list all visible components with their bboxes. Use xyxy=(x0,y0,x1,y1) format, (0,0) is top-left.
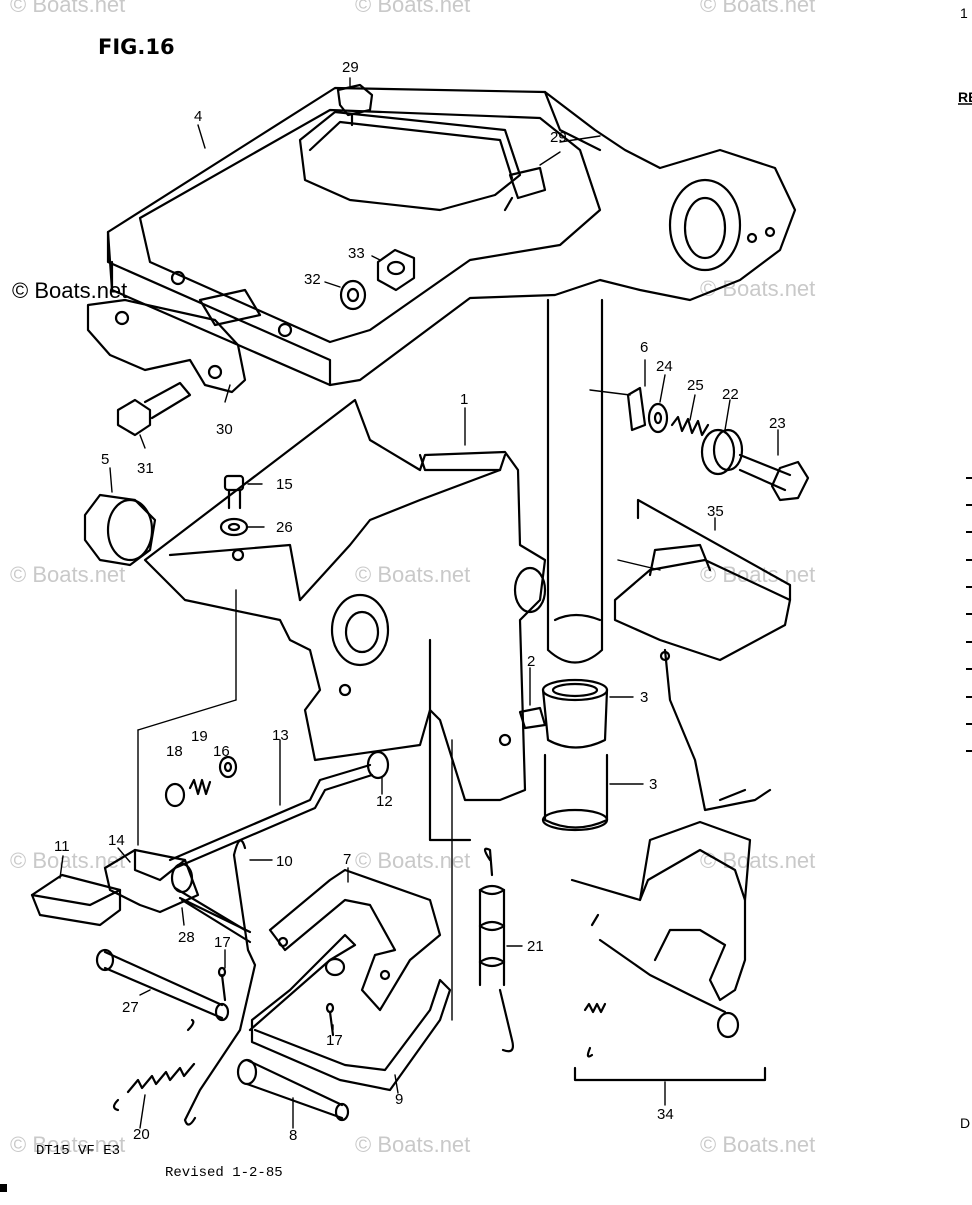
callout-22: 22 xyxy=(722,386,739,403)
callout-5: 5 xyxy=(101,451,109,468)
callout-layer: 1 2 3 3 4 5 6 7 8 9 10 11 12 13 14 15 16… xyxy=(54,59,786,1144)
callout-34: 34 xyxy=(657,1106,674,1123)
callout-3: 3 xyxy=(649,776,657,793)
figure-title: FIG.16 xyxy=(98,35,175,59)
callout-29: 29 xyxy=(342,59,359,76)
callout-17: 17 xyxy=(326,1032,343,1049)
part-35-lock-assembly xyxy=(613,498,792,812)
part-11-lever-pad xyxy=(30,873,122,927)
callout-21: 21 xyxy=(527,938,544,955)
callout-30: 30 xyxy=(216,421,233,438)
callout-16: 16 xyxy=(213,743,230,760)
part-24-washer xyxy=(647,402,669,434)
watermark-text: © Boats.net xyxy=(355,848,470,873)
part-5-bushing xyxy=(83,493,157,567)
revision-note: Revised 1-2-85 xyxy=(165,1165,283,1181)
callout-13: 13 xyxy=(272,727,289,744)
callout-1: 1 xyxy=(460,391,468,408)
callout-18: 18 xyxy=(166,743,183,760)
callout-33: 33 xyxy=(348,245,365,262)
watermark-layer: © Boats.net © Boats.net © Boats.net © Bo… xyxy=(10,0,815,1157)
part-20-spring xyxy=(112,1018,196,1112)
watermark-text: © Boats.net xyxy=(355,0,470,17)
callout-24: 24 xyxy=(656,358,673,375)
part-34-tilt-lock-assembly xyxy=(570,820,767,1082)
steering-tube xyxy=(546,298,604,664)
part-9-bracket xyxy=(248,933,452,1092)
part-3-bushing xyxy=(541,753,609,832)
part-19-spring xyxy=(188,778,212,796)
part-27-pin xyxy=(95,948,230,1022)
part-6-clip xyxy=(626,386,647,432)
callout-10: 10 xyxy=(276,853,293,870)
part-15-bolt xyxy=(223,474,245,510)
part-2-grease-fitting xyxy=(518,706,547,730)
watermark-text: © Boats.net xyxy=(355,1132,470,1157)
part-21-spring xyxy=(478,847,515,1053)
part-32-washer xyxy=(339,279,367,311)
part-17-pin xyxy=(325,1002,335,1037)
callout-29: 29 xyxy=(550,129,567,146)
leader-lines xyxy=(59,77,779,1129)
part-18-nut xyxy=(164,782,186,808)
edge-mark: RE xyxy=(958,89,972,105)
watermark-text: © Boats.net xyxy=(10,0,125,17)
callout-31: 31 xyxy=(137,460,154,477)
watermark-text-dark: © Boats.net xyxy=(12,278,127,303)
callout-11: 11 xyxy=(54,838,70,855)
callout-28: 28 xyxy=(178,929,195,946)
edge-index-marks xyxy=(966,477,972,752)
edge-mark: D xyxy=(960,1115,970,1131)
part-17-pin xyxy=(217,966,227,1002)
model-code: DT15 VF E3 xyxy=(36,1143,120,1159)
part-29-cap xyxy=(336,83,374,127)
watermark-text: © Boats.net xyxy=(700,0,815,17)
part-29-cap xyxy=(503,166,547,212)
part-8-pin xyxy=(236,1058,350,1122)
part-33-nut xyxy=(376,248,416,292)
part-3-bushing xyxy=(541,678,609,749)
part-28-pin xyxy=(178,896,252,934)
callout-3: 3 xyxy=(640,689,648,706)
callout-35: 35 xyxy=(707,503,724,520)
callout-8: 8 xyxy=(289,1127,297,1144)
callout-26: 26 xyxy=(276,519,293,536)
callout-17: 17 xyxy=(214,934,231,951)
part-13-rod xyxy=(168,763,374,870)
callout-25: 25 xyxy=(687,377,704,394)
callout-15: 15 xyxy=(276,476,293,493)
part-22-bushing xyxy=(700,428,744,476)
edge-mark: 1 xyxy=(960,5,968,21)
part-31-bolt xyxy=(116,381,192,437)
watermark-text: © Boats.net xyxy=(10,562,125,587)
callout-20: 20 xyxy=(133,1126,150,1143)
callout-2: 2 xyxy=(527,653,535,670)
watermark-text: © Boats.net xyxy=(700,1132,815,1157)
part-7-bracket xyxy=(268,868,442,1012)
callout-9: 9 xyxy=(395,1091,403,1108)
callout-23: 23 xyxy=(769,415,786,432)
callout-19: 19 xyxy=(191,728,208,745)
callout-14: 14 xyxy=(108,832,125,849)
callout-7: 7 xyxy=(343,851,351,868)
part-26-washer xyxy=(219,517,249,537)
callout-6: 6 xyxy=(640,339,648,356)
part-25-spring xyxy=(670,415,710,437)
callout-12: 12 xyxy=(376,793,393,810)
watermark-text: © Boats.net xyxy=(355,562,470,587)
part-30-plate xyxy=(86,298,247,394)
swivel-bracket-frame xyxy=(106,86,797,387)
part-10-wire-rod xyxy=(183,839,257,1126)
callout-27: 27 xyxy=(122,999,139,1016)
callout-32: 32 xyxy=(304,271,321,288)
watermark-text: © Boats.net xyxy=(10,1132,125,1157)
callout-4: 4 xyxy=(194,108,202,125)
part-23-bolt xyxy=(738,453,810,502)
part-1-clamp-bracket xyxy=(143,398,547,842)
